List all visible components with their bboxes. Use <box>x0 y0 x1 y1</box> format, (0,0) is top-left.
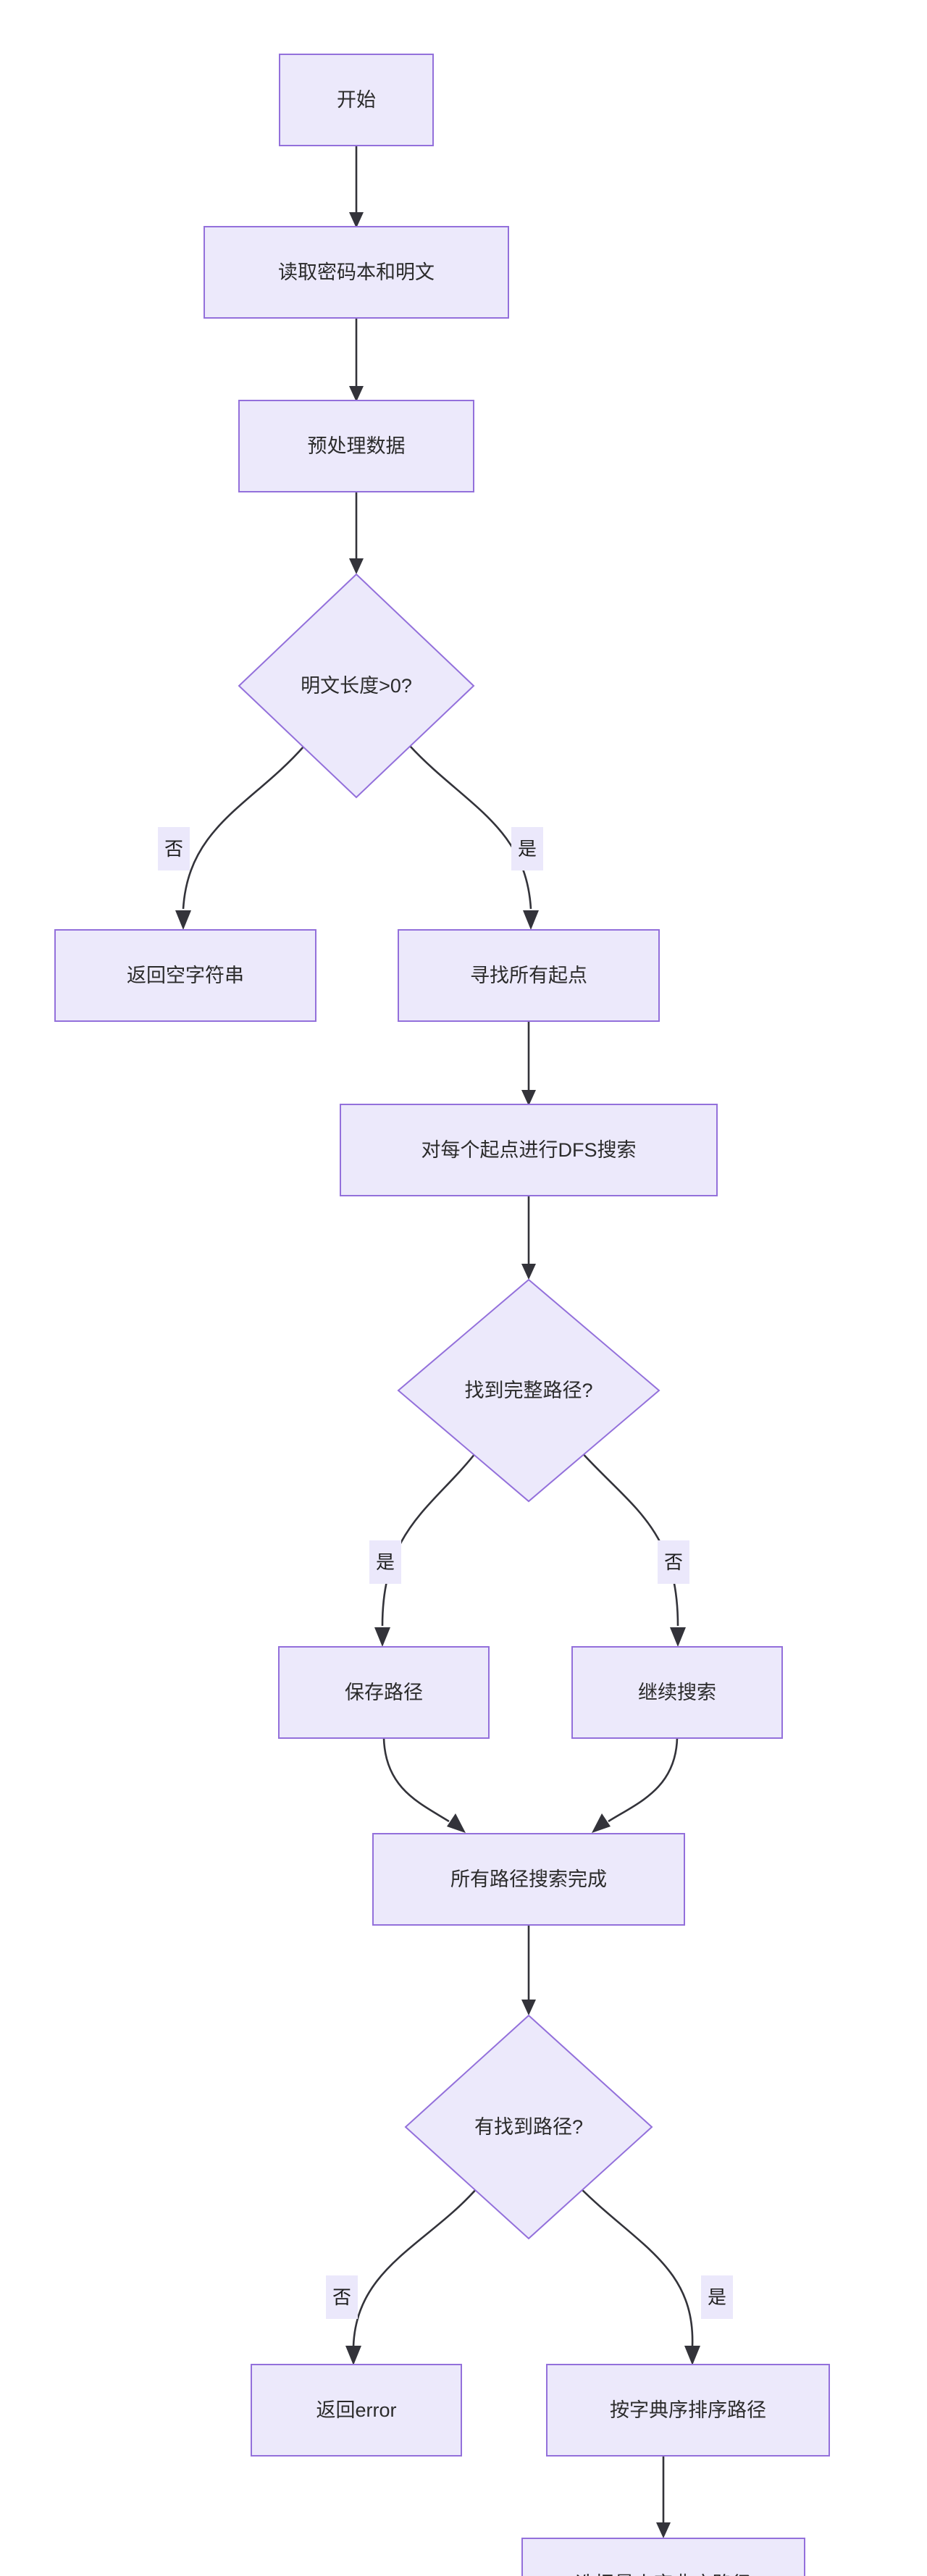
node-dfs-search-each-start[interactable]: 对每个起点进行DFS搜索 <box>340 1104 718 1196</box>
node-keepsearch-label: 继续搜索 <box>638 1682 716 1703</box>
node-preprocess-label: 预处理数据 <box>308 435 406 457</box>
node-findstarts-label: 寻找所有起点 <box>470 965 587 986</box>
edge-fullpath-to-savepath <box>374 1449 479 1647</box>
node-decision-complete-path-found[interactable]: 找到完整路径? <box>397 1278 660 1503</box>
edge-label-yes-foundcheck: 是 <box>701 2275 733 2319</box>
node-all-paths-searched[interactable]: 所有路径搜索完成 <box>372 1833 685 1926</box>
edge-read-to-preprocess <box>349 318 364 402</box>
node-alldone-label: 所有路径搜索完成 <box>450 1868 607 1890</box>
node-lencheck-label: 明文长度>0? <box>301 675 412 697</box>
node-continue-search[interactable]: 继续搜索 <box>571 1646 783 1739</box>
node-reterror-label: 返回error <box>316 2399 396 2421</box>
node-start[interactable]: 开始 <box>279 54 434 146</box>
node-save-path[interactable]: 保存路径 <box>278 1646 490 1739</box>
node-emptyret-label: 返回空字符串 <box>127 965 244 986</box>
node-savepath-label: 保存路径 <box>345 1682 423 1703</box>
node-read-label: 读取密码本和明文 <box>278 261 435 283</box>
node-pickmin-label: 选择最小字典序路径 <box>576 2573 752 2576</box>
edge-label-no-foundcheck: 否 <box>326 2275 358 2319</box>
node-layer: 开始 读取密码本和明文 预处理数据 明文长度>0? 返回空字符串 <box>54 54 830 2576</box>
edge-label-yes-foundcheck-text: 是 <box>708 2286 726 2308</box>
edge-lencheck-to-findstarts <box>409 745 539 930</box>
node-find-all-start-points[interactable]: 寻找所有起点 <box>398 929 660 1022</box>
edge-label-layer: 否 是 是 否 否 是 <box>158 827 733 2319</box>
node-foundcheck-label: 有找到路径? <box>474 2116 583 2138</box>
edge-dfs-to-fullpath <box>521 1196 536 1280</box>
node-sortpaths-label: 按字典序排序路径 <box>610 2399 766 2421</box>
node-dfs-label: 对每个起点进行DFS搜索 <box>421 1139 637 1161</box>
edge-lencheck-to-emptyret <box>175 745 305 930</box>
node-return-error[interactable]: 返回error <box>251 2364 462 2457</box>
node-sort-paths-lexicographically[interactable]: 按字典序排序路径 <box>546 2364 830 2457</box>
edge-savepath-to-alldone <box>382 1737 466 1833</box>
node-start-label: 开始 <box>337 89 376 111</box>
edge-label-no-fullpath: 否 <box>658 1540 689 1584</box>
edge-findstarts-to-dfs <box>521 1021 536 1106</box>
edge-preprocess-to-lencheck <box>349 492 364 574</box>
edge-start-to-read <box>349 146 364 228</box>
edge-label-yes-fullpath-text: 是 <box>376 1551 395 1573</box>
node-fullpath-label: 找到完整路径? <box>464 1380 592 1401</box>
edge-label-no-lencheck: 否 <box>158 827 190 870</box>
edge-label-no-foundcheck-text: 否 <box>332 2286 351 2308</box>
edge-label-yes-fullpath: 是 <box>369 1540 401 1584</box>
edge-layer <box>175 146 700 2538</box>
edge-label-yes-lencheck-text: 是 <box>518 838 537 860</box>
edge-label-no-fullpath-text: 否 <box>664 1551 683 1573</box>
node-preprocess-data[interactable]: 预处理数据 <box>238 400 474 492</box>
edge-label-no-lencheck-text: 否 <box>164 838 183 860</box>
node-decision-any-path-found[interactable]: 有找到路径? <box>404 2014 653 2240</box>
edge-label-yes-lencheck: 是 <box>511 827 543 870</box>
edge-fullpath-to-keepsearch <box>579 1449 686 1647</box>
node-return-empty-string[interactable]: 返回空字符串 <box>54 929 316 1022</box>
edge-foundcheck-to-sortpaths <box>579 2186 700 2365</box>
node-read-codebook-plaintext[interactable]: 读取密码本和明文 <box>204 226 509 319</box>
edge-sortpaths-to-pickmin <box>656 2455 671 2538</box>
edge-alldone-to-foundcheck <box>521 1925 536 2015</box>
edge-keepsearch-to-alldone <box>592 1737 679 1833</box>
node-decision-plaintext-length[interactable]: 明文长度>0? <box>238 573 475 799</box>
node-pick-lexicographically-smallest-path[interactable]: 选择最小字典序路径 <box>521 2538 805 2576</box>
edge-foundcheck-to-reterror <box>345 2186 479 2365</box>
